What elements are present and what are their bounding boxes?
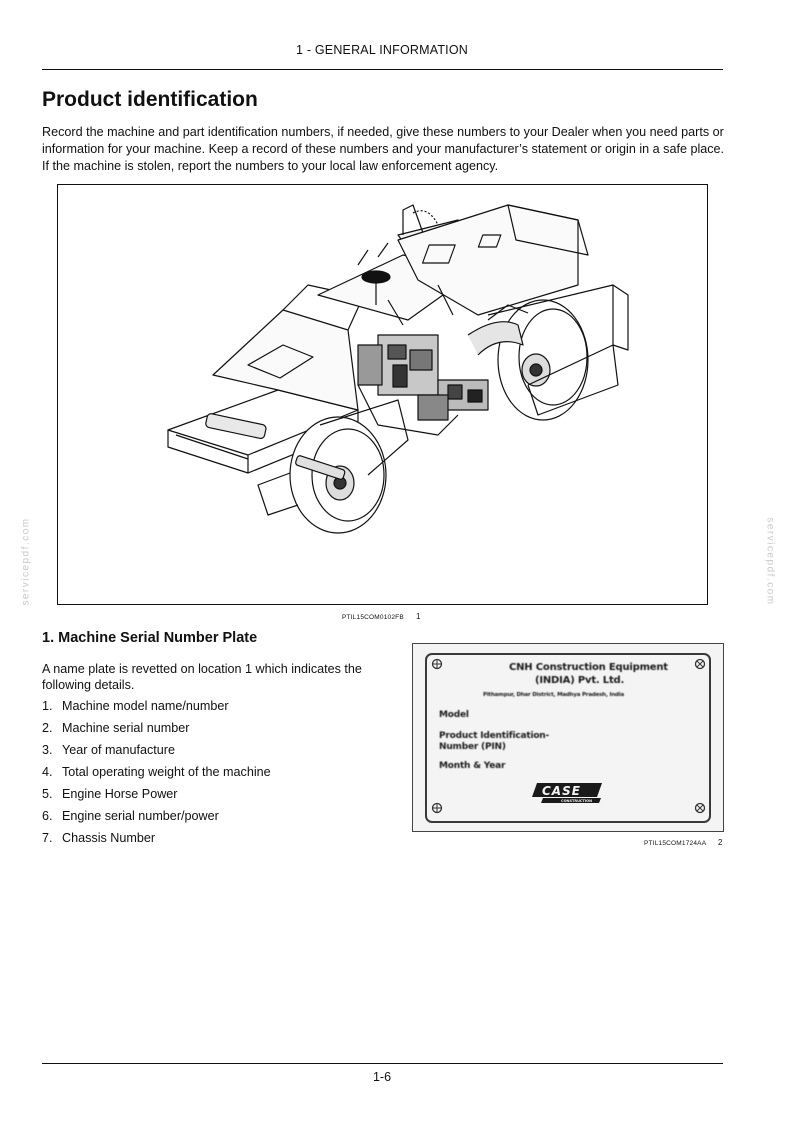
list-label: Machine serial number xyxy=(62,721,190,735)
header-rule xyxy=(42,69,723,70)
plate-company-sub: (INDIA) Pvt. Ltd. xyxy=(535,675,625,686)
detail-list: 1. Machine model name/number 2. Machine se… xyxy=(42,697,271,851)
list-label: Engine serial number/power xyxy=(62,809,219,823)
section-heading: 1. Machine Serial Number Plate xyxy=(42,630,258,646)
list-item: 1. Machine model name/number xyxy=(42,697,271,719)
list-number: 5. xyxy=(42,787,53,801)
watermark-left: servicepdf.com xyxy=(20,517,32,606)
list-number: 7. xyxy=(42,831,53,845)
list-label: Machine model name/number xyxy=(62,699,229,713)
list-number: 1. xyxy=(42,699,53,713)
list-item: 6. Engine serial number/power xyxy=(42,807,271,829)
list-number: 6. xyxy=(42,809,53,823)
section-description: A name plate is revetted on location 1 w… xyxy=(42,662,362,692)
footer-rule xyxy=(42,1063,723,1064)
figure-1-number: 1 xyxy=(416,612,421,621)
screw-icon xyxy=(694,658,706,670)
list-label: Chassis Number xyxy=(62,831,156,845)
plate-model-label: Model xyxy=(439,710,469,720)
intro-paragraph: Record the machine and part identificati… xyxy=(42,125,725,173)
list-label: Engine Horse Power xyxy=(62,787,178,801)
list-item: 3. Year of manufacture xyxy=(42,741,271,763)
svg-text:CONSTRUCTION: CONSTRUCTION xyxy=(561,799,592,803)
watermark-right: servicepdf.com xyxy=(764,517,776,606)
screw-icon xyxy=(431,802,443,814)
plate-pin-label-2: Number (PIN) xyxy=(439,742,506,752)
screw-icon xyxy=(694,802,706,814)
plate-company: CNH Construction Equipment xyxy=(509,662,668,673)
figure-2-code: PTIL15COM1724AA xyxy=(644,840,707,847)
list-number: 2. xyxy=(42,721,53,735)
list-item: 2. Machine serial number xyxy=(42,719,271,741)
plate-border xyxy=(425,653,711,823)
figure-2-number: 2 xyxy=(718,838,723,847)
figure-1-code: PTIL15COM0102FB xyxy=(342,614,404,621)
list-label: Year of manufacture xyxy=(62,743,175,757)
list-label: Total operating weight of the machine xyxy=(62,765,271,779)
page-number: 1-6 xyxy=(372,1070,392,1084)
machine-illustration xyxy=(57,184,708,605)
plate-pin-label: Product Identification- xyxy=(439,731,550,741)
case-logo-icon: CASE CONSTRUCTION xyxy=(532,783,602,803)
list-number: 4. xyxy=(42,765,53,779)
list-item: 7. Chassis Number xyxy=(42,829,271,851)
running-header: 1 - GENERAL INFORMATION xyxy=(296,43,468,57)
list-item: 5. Engine Horse Power xyxy=(42,785,271,807)
roller-drawing xyxy=(167,204,629,534)
plate-date-label: Month & Year xyxy=(439,761,506,771)
svg-text:CASE: CASE xyxy=(542,784,581,798)
list-item: 4. Total operating weight of the machine xyxy=(42,763,271,785)
page-title: Product identification xyxy=(42,88,258,111)
plate-address: Pithampur, Dhar District, Madhya Pradesh… xyxy=(483,692,624,698)
screw-icon xyxy=(431,658,443,670)
serial-plate-photo: CNH Construction Equipment (INDIA) Pvt. … xyxy=(412,643,724,832)
list-number: 3. xyxy=(42,743,53,757)
